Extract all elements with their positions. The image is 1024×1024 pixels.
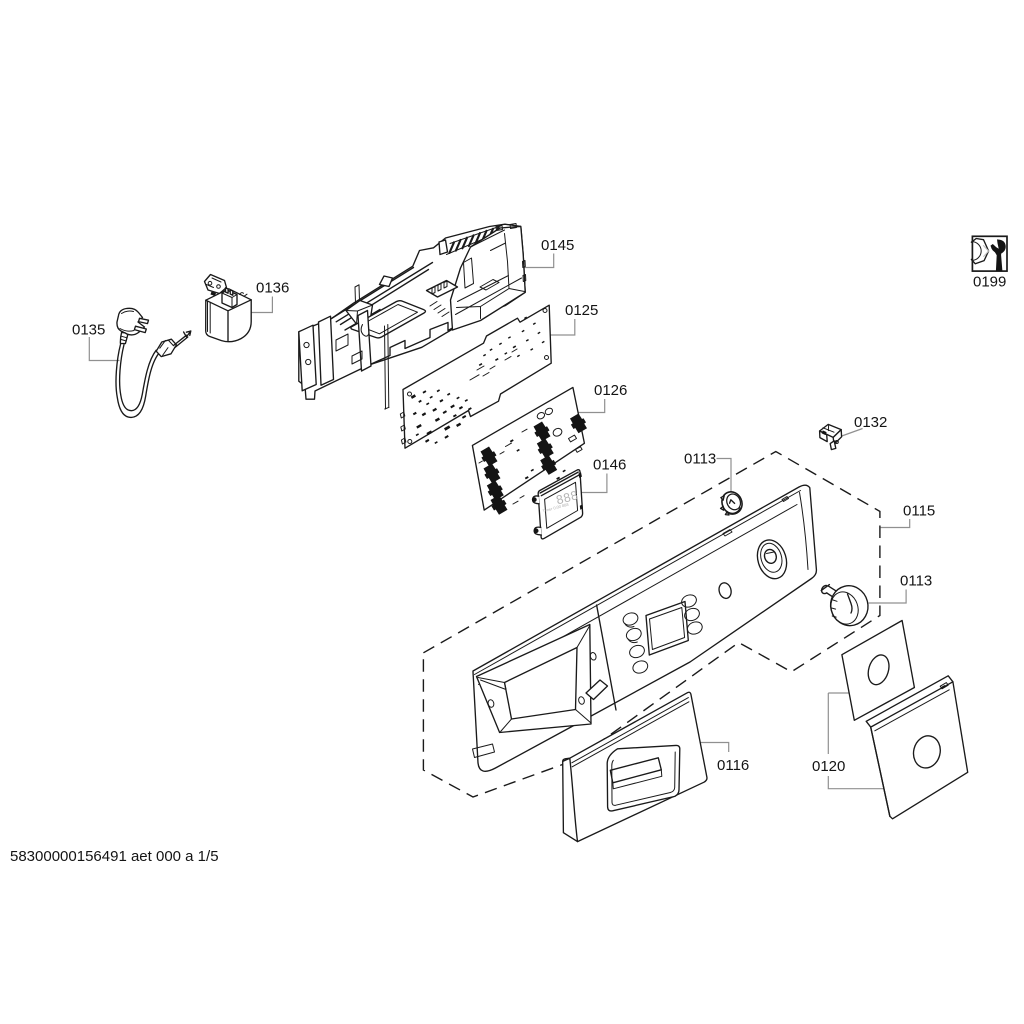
svg-text:0120: 0120 (812, 758, 845, 775)
svg-text:0146: 0146 (593, 457, 626, 474)
svg-text:0113: 0113 (684, 451, 716, 468)
svg-text:Timer 0:00 888: Timer 0:00 888 (542, 502, 570, 514)
svg-text:0126: 0126 (594, 382, 627, 399)
svg-text:0132: 0132 (854, 414, 887, 431)
svg-text:0135: 0135 (72, 322, 105, 339)
svg-text:58300000156491 aet 000 a 1/5: 58300000156491 aet 000 a 1/5 (10, 848, 219, 865)
svg-text:0199: 0199 (973, 274, 1006, 291)
svg-text:0113: 0113 (900, 573, 932, 590)
svg-text:0125: 0125 (565, 302, 598, 319)
svg-text:888: 888 (555, 488, 580, 507)
svg-text:0136: 0136 (256, 280, 289, 297)
svg-text:0145: 0145 (541, 237, 574, 254)
svg-text:0115: 0115 (903, 503, 935, 520)
svg-text:0116: 0116 (717, 757, 749, 774)
